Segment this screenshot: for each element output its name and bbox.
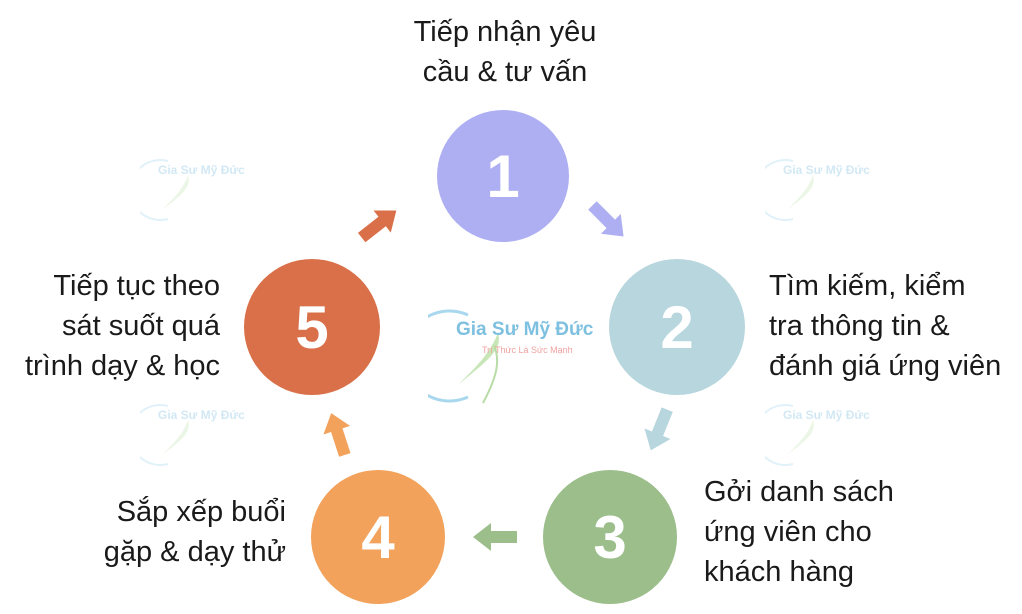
step-4-label-line: Sắp xếp buổi: [116, 496, 286, 528]
step-2-label-line: Tìm kiếm, kiểm: [769, 270, 966, 302]
step-4-number: 4: [361, 503, 395, 571]
arrow-5-to-1-icon: [357, 210, 397, 243]
step-5-circle: 5: [244, 259, 380, 395]
watermark-brand: Gia Sư Mỹ Đức: [456, 319, 594, 340]
watermark-logo-small: Gia Sư Mỹ Đức: [140, 400, 260, 470]
step-1-circle: 1: [437, 110, 569, 242]
step-4-label-line: gặp & dạy thử: [103, 536, 286, 568]
step-5-label-line: sát suốt quá: [62, 310, 220, 342]
watermark-logo-small: Gia Sư Mỹ Đức: [765, 155, 885, 225]
step-2-label: Tìm kiếm, kiểm tra thông tin & đánh giá …: [769, 266, 1001, 386]
step-5-label: Tiếp tục theo sát suốt quá trình dạy & h…: [0, 266, 220, 386]
step-3-number: 3: [593, 503, 627, 571]
watermark-logo-small: Gia Sư Mỹ Đức: [765, 400, 885, 470]
arrow-2-to-3-icon: [644, 407, 673, 451]
arrow-3-to-4-icon: [473, 523, 517, 551]
step-2-label-line: tra thông tin &: [769, 310, 950, 342]
step-5-label-line: Tiếp tục theo: [53, 270, 220, 302]
step-2-circle: 2: [609, 259, 745, 395]
arrow-1-to-2-icon: [588, 201, 624, 237]
step-4-label: Sắp xếp buổi gặp & dạy thử: [60, 492, 286, 572]
step-3-label: Gởi danh sách ứng viên cho khách hàng: [704, 472, 894, 592]
step-2-number: 2: [660, 293, 694, 361]
step-3-label-line: khách hàng: [704, 556, 854, 588]
step-3-label-line: Gởi danh sách: [704, 476, 894, 508]
step-5-label-line: trình dạy & học: [24, 350, 220, 382]
watermark-brand: Gia Sư Mỹ Đức: [158, 408, 245, 422]
watermark-logo-small: Gia Sư Mỹ Đức: [140, 155, 260, 225]
watermark-brand: Gia Sư Mỹ Đức: [158, 163, 245, 177]
watermark-logo-center: Gia Sư Mỹ Đức Trí Thức Là Sức Mạnh: [428, 305, 598, 405]
step-1-label-line: cầu & tư vấn: [422, 56, 588, 88]
watermark-brand: Gia Sư Mỹ Đức: [783, 408, 870, 422]
arrow-4-to-5-icon: [323, 413, 351, 457]
step-1-label-line: Tiếp nhận yêu: [413, 16, 597, 48]
watermark-brand: Gia Sư Mỹ Đức: [783, 163, 870, 177]
step-4-circle: 4: [311, 470, 445, 604]
step-2-label-line: đánh giá ứng viên: [769, 350, 1002, 382]
step-1-number: 1: [486, 142, 520, 210]
step-3-circle: 3: [543, 470, 677, 604]
step-1-label: Tiếp nhận yêu cầu & tư vấn: [400, 12, 610, 92]
step-5-number: 5: [295, 293, 329, 361]
watermark-slogan: Trí Thức Là Sức Mạnh: [482, 345, 573, 355]
step-3-label-line: ứng viên cho: [704, 516, 872, 548]
